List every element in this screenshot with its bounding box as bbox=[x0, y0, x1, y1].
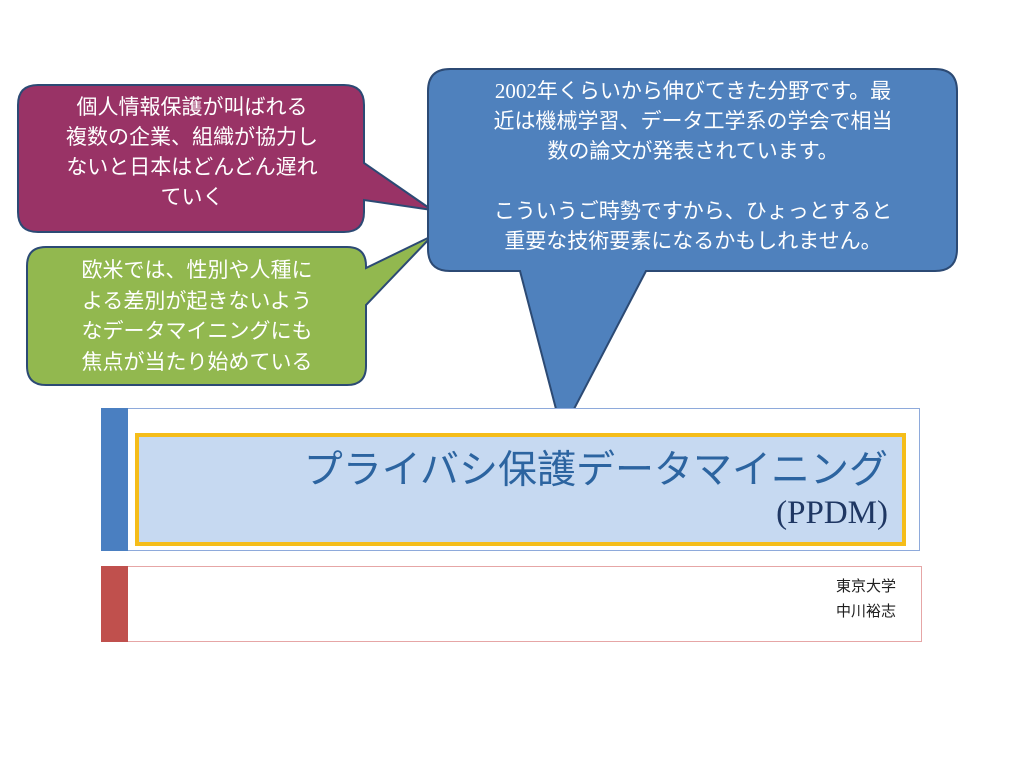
blue-callout-line: 近は機械学習、データ工学系の学会で相当 bbox=[493, 109, 893, 133]
blue-callout-line: 数の論文が発表されています。 bbox=[547, 139, 839, 163]
green-callout-line: 欧米では、性別や人種に bbox=[81, 258, 313, 282]
blue-callout-text: 2002年くらいから伸びてきた分野です。最 近は機械学習、データ工学系の学会で相… bbox=[428, 76, 958, 256]
author-accent-bar bbox=[101, 566, 128, 642]
green-callout-text: 欧米では、性別や人種に よる差別が起きないよう なデータマイニングにも 焦点が当… bbox=[30, 255, 364, 377]
blue-callout-line: 2002年くらいから伸びてきた分野です。最 bbox=[428, 76, 958, 106]
blue-callout-spacer bbox=[428, 166, 958, 196]
author-frame bbox=[101, 566, 922, 642]
author-block: 東京大学 中川裕志 bbox=[836, 574, 896, 624]
blue-callout-bubble bbox=[427, 68, 958, 435]
green-callout-line: よる差別が起きないよう bbox=[82, 288, 312, 313]
red-callout-line: ていく bbox=[160, 185, 224, 209]
title-highlight-box: プライバシ保護データマイニング (PPDM) bbox=[135, 433, 906, 546]
blue-callout-line: こういうご時勢ですから、ひょっとすると bbox=[493, 199, 893, 223]
green-callout-line: 焦点が当たり始めている bbox=[81, 349, 313, 374]
title-accent-bar bbox=[101, 408, 128, 551]
red-callout-bubble bbox=[17, 84, 433, 233]
slide-title: プライバシ保護データマイニング bbox=[303, 448, 888, 493]
red-callout-line: 個人情報保護が叫ばれる bbox=[76, 95, 308, 119]
red-callout-text: 個人情報保護が叫ばれる 複数の企業、組織が協力し ないと日本はどんどん遅れ てい… bbox=[22, 92, 362, 212]
green-callout-bubble bbox=[26, 235, 433, 386]
red-callout-line: 複数の企業、組織が協力し bbox=[66, 125, 318, 149]
red-callout-line: ないと日本はどんどん遅れ bbox=[66, 155, 318, 179]
slide-subtitle: (PPDM) bbox=[776, 495, 888, 531]
author-name: 中川裕志 bbox=[835, 602, 896, 620]
blue-line-1-rest: 年くらいから伸びてきた分野です。最 bbox=[536, 79, 892, 103]
year-text: 2002 bbox=[494, 79, 537, 103]
blue-callout-line: 重要な技術要素になるかもしれません。 bbox=[504, 229, 882, 253]
green-callout-line: なデータマイニングにも bbox=[81, 319, 313, 343]
author-affiliation: 東京大学 bbox=[835, 577, 896, 595]
